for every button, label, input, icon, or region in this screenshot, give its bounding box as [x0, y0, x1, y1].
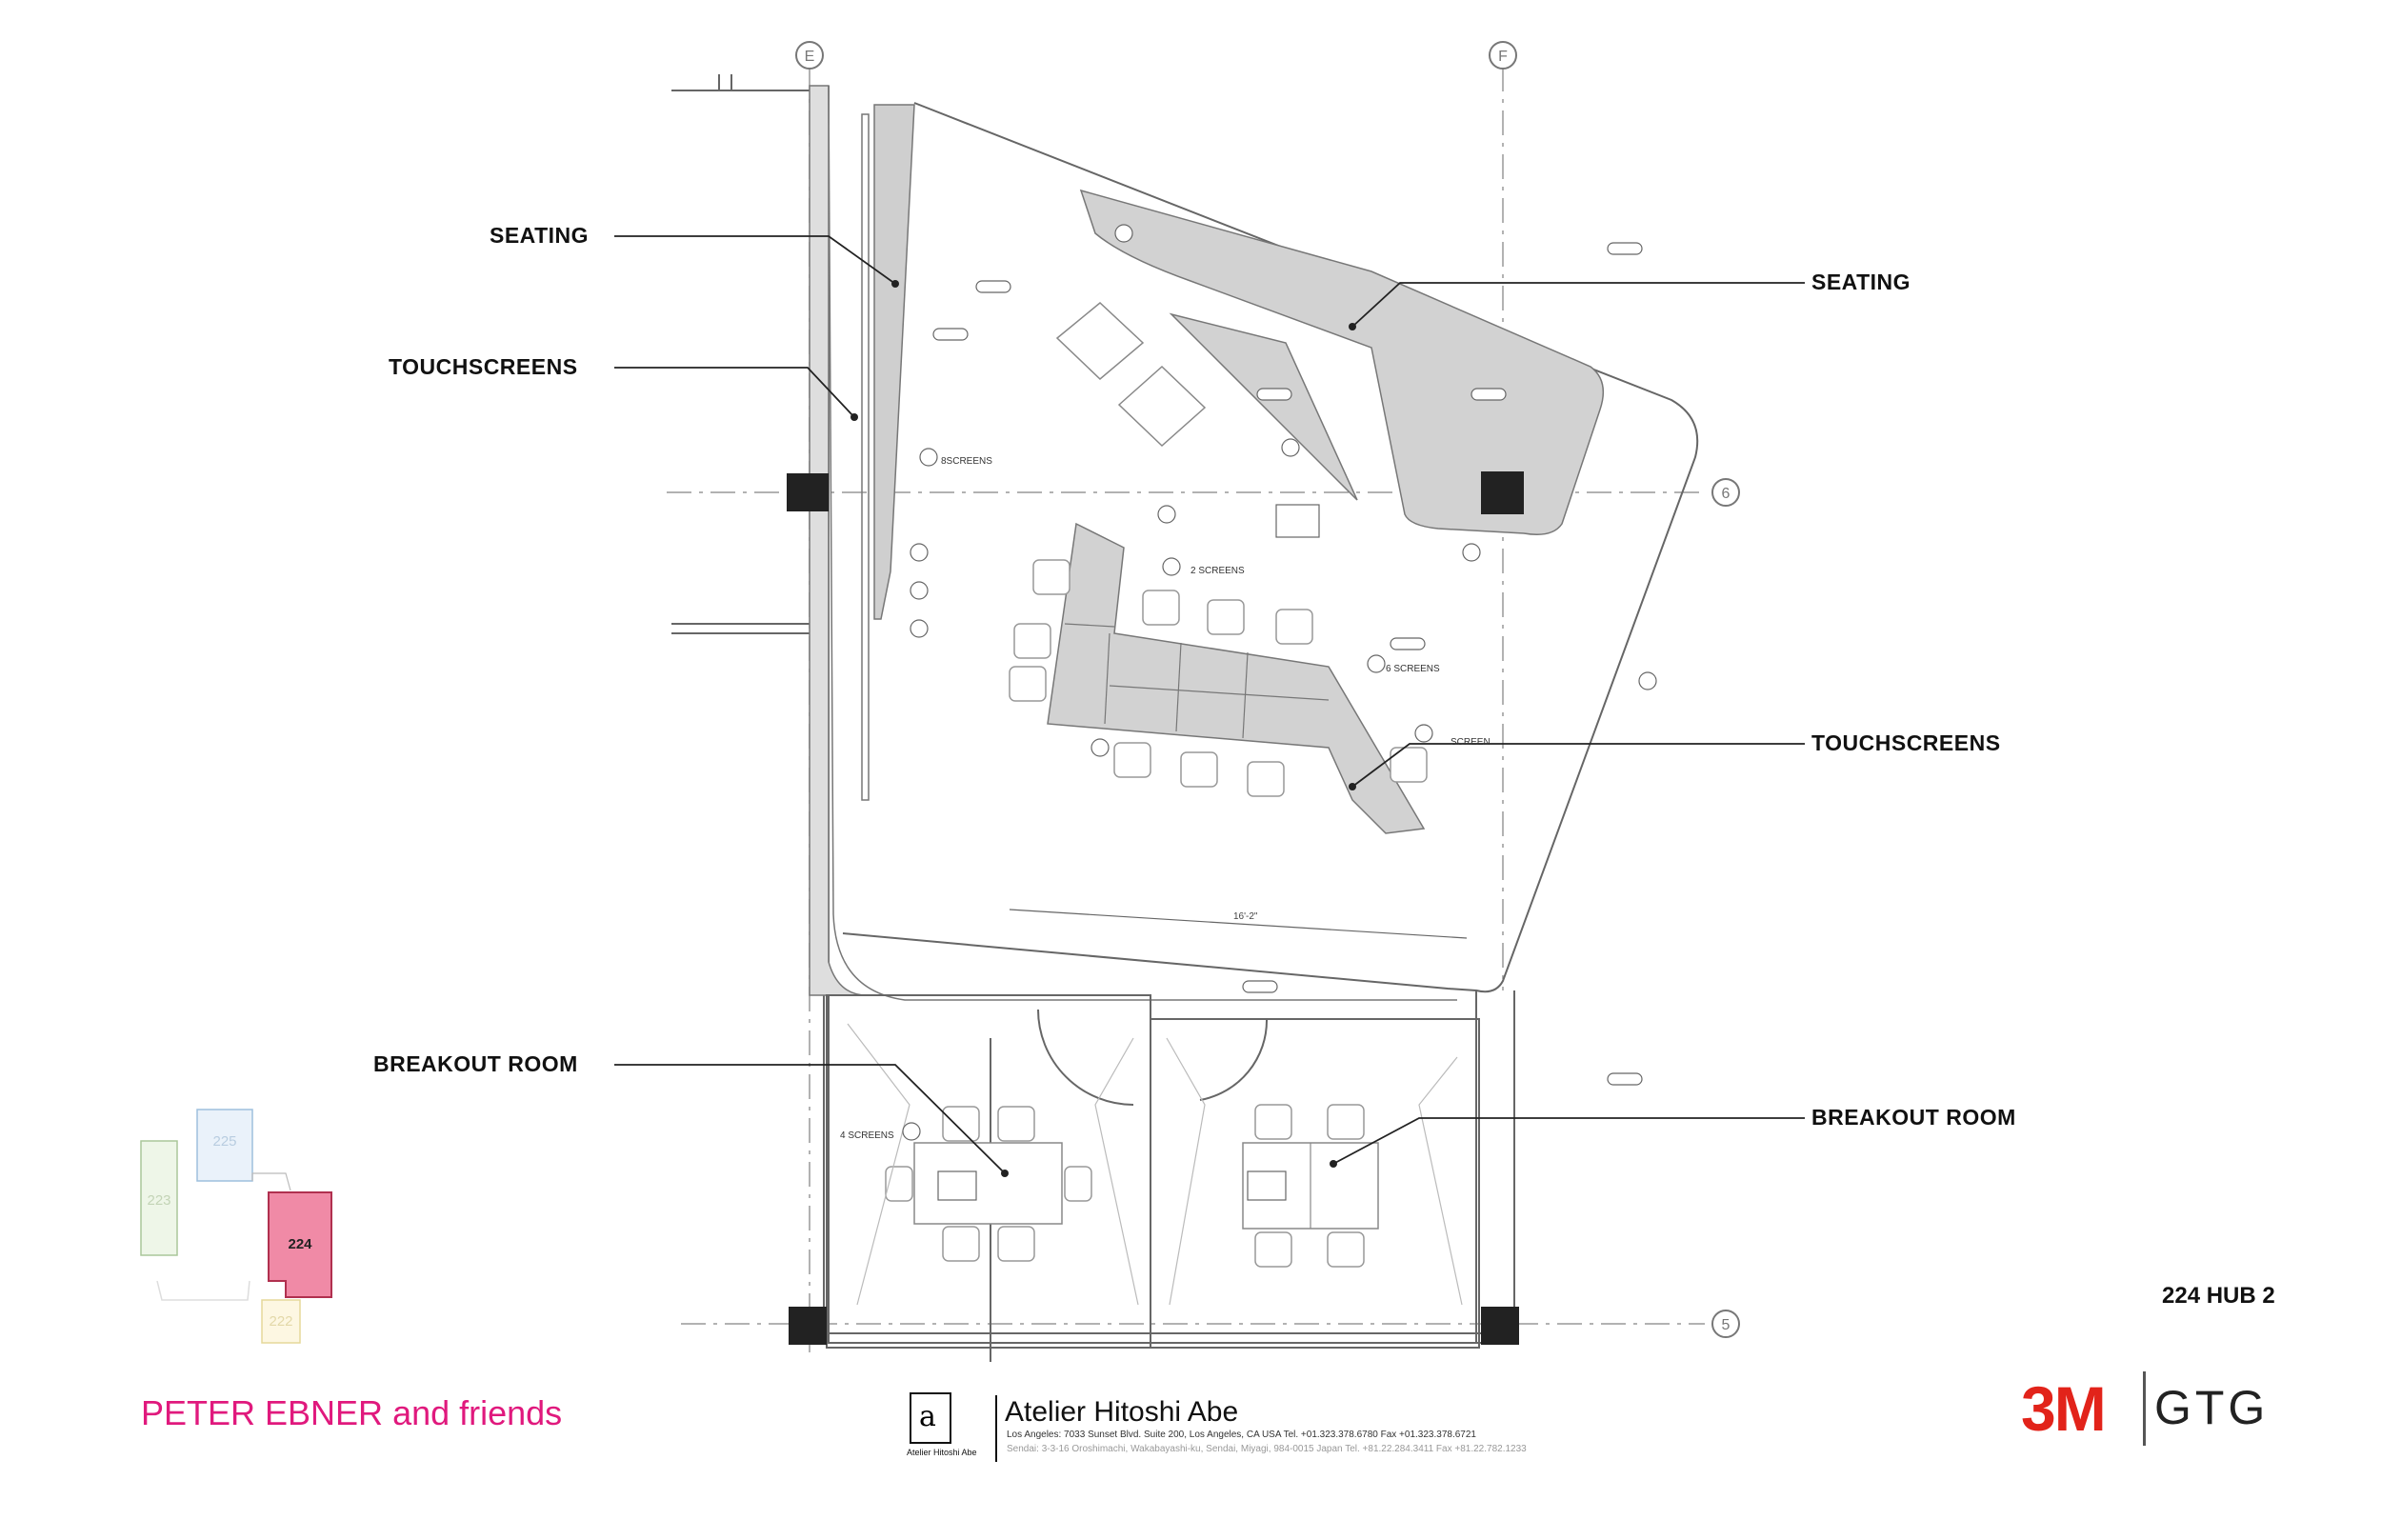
key-plan-room-225: 225	[212, 1133, 236, 1150]
column-bottom-left	[789, 1307, 827, 1345]
key-plan-room-224: 224	[288, 1236, 312, 1252]
central-touchscreen-table	[1047, 522, 1426, 834]
callout-breakout-room-left: BREAKOUT ROOM	[373, 1051, 578, 1076]
sheet-title: 224 HUB 2	[2162, 1283, 2275, 1309]
key-plan-room-222: 222	[269, 1313, 292, 1330]
column-bottom-right	[1481, 1307, 1519, 1345]
grid-label-e: E	[805, 49, 815, 65]
key-plan	[140, 1109, 332, 1344]
central-chairs	[1009, 559, 1428, 797]
grid-bubbles	[795, 41, 1740, 1338]
floor-vent-top	[1481, 471, 1524, 514]
left-wall-strip	[809, 85, 868, 996]
peter-ebner-brand: PETER EBNER and friends	[141, 1393, 562, 1433]
seating-top-right	[1079, 189, 1605, 535]
breakout-right-chairs	[1254, 1104, 1365, 1268]
grid-label-5: 5	[1722, 1317, 1731, 1333]
atelier-name: Atelier Hitoshi Abe	[1005, 1396, 1239, 1428]
atelier-logo-mark: a	[910, 1392, 951, 1444]
atelier-divider	[995, 1395, 997, 1462]
annotation-screen: SCREEN	[1451, 737, 1491, 748]
callout-breakout-room-right: BREAKOUT ROOM	[1811, 1105, 2016, 1130]
atelier-small-name: Atelier Hitoshi Abe	[907, 1448, 977, 1457]
seating-wedge	[1169, 312, 1358, 501]
callout-touchscreens-right: TOUCHSCREENS	[1811, 730, 2001, 755]
grid-label-6: 6	[1722, 486, 1731, 502]
logo-gtg: GTG	[2154, 1381, 2270, 1434]
annotation-4-screens: 4 SCREENS	[840, 1130, 894, 1141]
table-grid	[1064, 623, 1330, 739]
lounge-furniture	[1055, 302, 1207, 448]
callout-seating-right: SEATING	[1811, 270, 1911, 294]
annotation-2-screens: 2 SCREENS	[1190, 566, 1245, 576]
breakout-rooms	[826, 990, 1515, 1362]
brand-rest: and friends	[383, 1393, 563, 1432]
left-seating-bench	[873, 104, 915, 620]
leader-dots	[850, 280, 1356, 1177]
breakout-left-chairs	[885, 1106, 1092, 1262]
address-los-angeles: Los Angeles: 7033 Sunset Blvd. Suite 200…	[1007, 1430, 1476, 1440]
callout-touchscreens-left: TOUCHSCREENS	[389, 354, 578, 379]
brand-bold: PETER EBNER	[141, 1393, 384, 1432]
annotation-6-screens: 6 SCREENS	[1386, 664, 1440, 674]
left-wall-curve	[828, 85, 1457, 1001]
column-left-mid	[787, 473, 829, 511]
breakout-left-table	[913, 1142, 1063, 1225]
dimension-label: 16'-2"	[1233, 911, 1258, 922]
key-plan-room-223: 223	[147, 1192, 170, 1209]
left-touchscreen-strip	[861, 113, 870, 801]
leader-lines	[614, 235, 1805, 1174]
logo-divider	[2143, 1371, 2146, 1446]
grid-label-f: F	[1498, 49, 1508, 65]
callout-seating-left: SEATING	[490, 223, 590, 248]
logo-3m: 3M	[2021, 1373, 2107, 1444]
detail-tags	[902, 224, 1657, 1201]
breakout-diagonals	[847, 1023, 1463, 1306]
dimension-line	[1009, 909, 1468, 939]
address-sendai: Sendai: 3-3-16 Oroshimachi, Wakabayashi-…	[1007, 1444, 1527, 1454]
annotation-8-screens: 8SCREENS	[941, 456, 992, 467]
